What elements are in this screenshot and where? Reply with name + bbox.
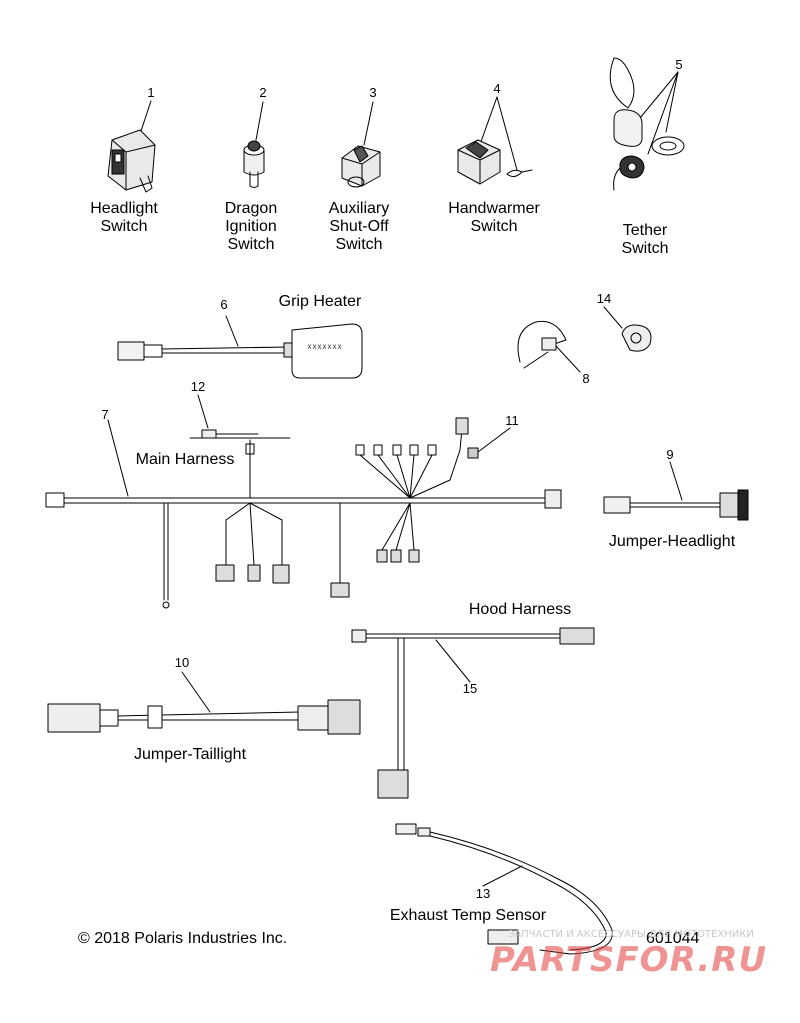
tether-switch-drawing <box>609 57 685 191</box>
label-main-harness: Main Harness <box>135 451 235 468</box>
label-jumper-taillight: Jumper-Taillight <box>133 746 247 763</box>
callout-7: 7 <box>101 407 109 422</box>
exhaust-temp-sensor-drawing <box>395 823 613 955</box>
grip-heater-drawing <box>117 315 363 379</box>
label-dragon-ignition-switch: Dragon Ignition Switch <box>224 200 278 253</box>
jumper-taillight-drawing <box>47 671 361 735</box>
callout-11: 11 <box>505 413 519 428</box>
callout-3: 3 <box>369 85 377 100</box>
label-tether-switch: Tether Switch <box>621 222 669 257</box>
label-exhaust-temp-sensor: Exhaust Temp Sensor <box>389 907 547 924</box>
callout-13: 13 <box>475 886 491 901</box>
main-harness-drawing <box>45 417 562 609</box>
headlight-switch-drawing <box>107 100 156 193</box>
label-auxiliary-shutoff-switch: Auxiliary Shut-Off Switch <box>328 200 390 253</box>
callout-14: 14 <box>596 291 612 306</box>
label-jumper-headlight: Jumper-Headlight <box>608 533 736 550</box>
callout-4: 4 <box>493 81 501 96</box>
grip-heater-marking: XXXXXXX <box>307 345 343 351</box>
callout-5: 5 <box>675 57 683 72</box>
watermark-logo: PARTSFOR.RU <box>490 940 768 980</box>
watermark-tagline: ЗАПЧАСТИ И АКСЕССУАРЫ ДЛЯ МОТОТЕХНИКИ <box>508 929 754 940</box>
clip-drawing <box>603 306 652 352</box>
callout-1: 1 <box>147 85 155 100</box>
callout-6: 6 <box>220 297 228 312</box>
diagram-number: 601044 <box>646 930 700 947</box>
callout-2: 2 <box>259 85 267 100</box>
label-grip-heater: Grip Heater <box>278 293 362 310</box>
callout-8: 8 <box>582 371 590 386</box>
callout-10: 10 <box>174 655 190 670</box>
callout-15: 15 <box>462 681 478 696</box>
copyright-notice: © 2018 Polaris Industries Inc. <box>78 930 288 947</box>
jumper-headlight-drawing <box>603 461 749 521</box>
fuse-holder-drawing <box>467 427 511 459</box>
cable-tie-drawing <box>517 320 581 373</box>
label-handwarmer-switch: Handwarmer Switch <box>448 200 540 235</box>
callout-12: 12 <box>190 379 206 394</box>
label-headlight-switch: Headlight Switch <box>90 200 158 235</box>
label-hood-harness: Hood Harness <box>468 601 572 618</box>
ignition-switch-drawing <box>243 101 265 188</box>
shutoff-switch-drawing <box>341 101 381 188</box>
hood-harness-drawing <box>351 627 595 799</box>
resistor-lead-drawing <box>189 394 291 439</box>
callout-9: 9 <box>666 447 674 462</box>
handwarmer-switch-drawing <box>457 96 533 185</box>
